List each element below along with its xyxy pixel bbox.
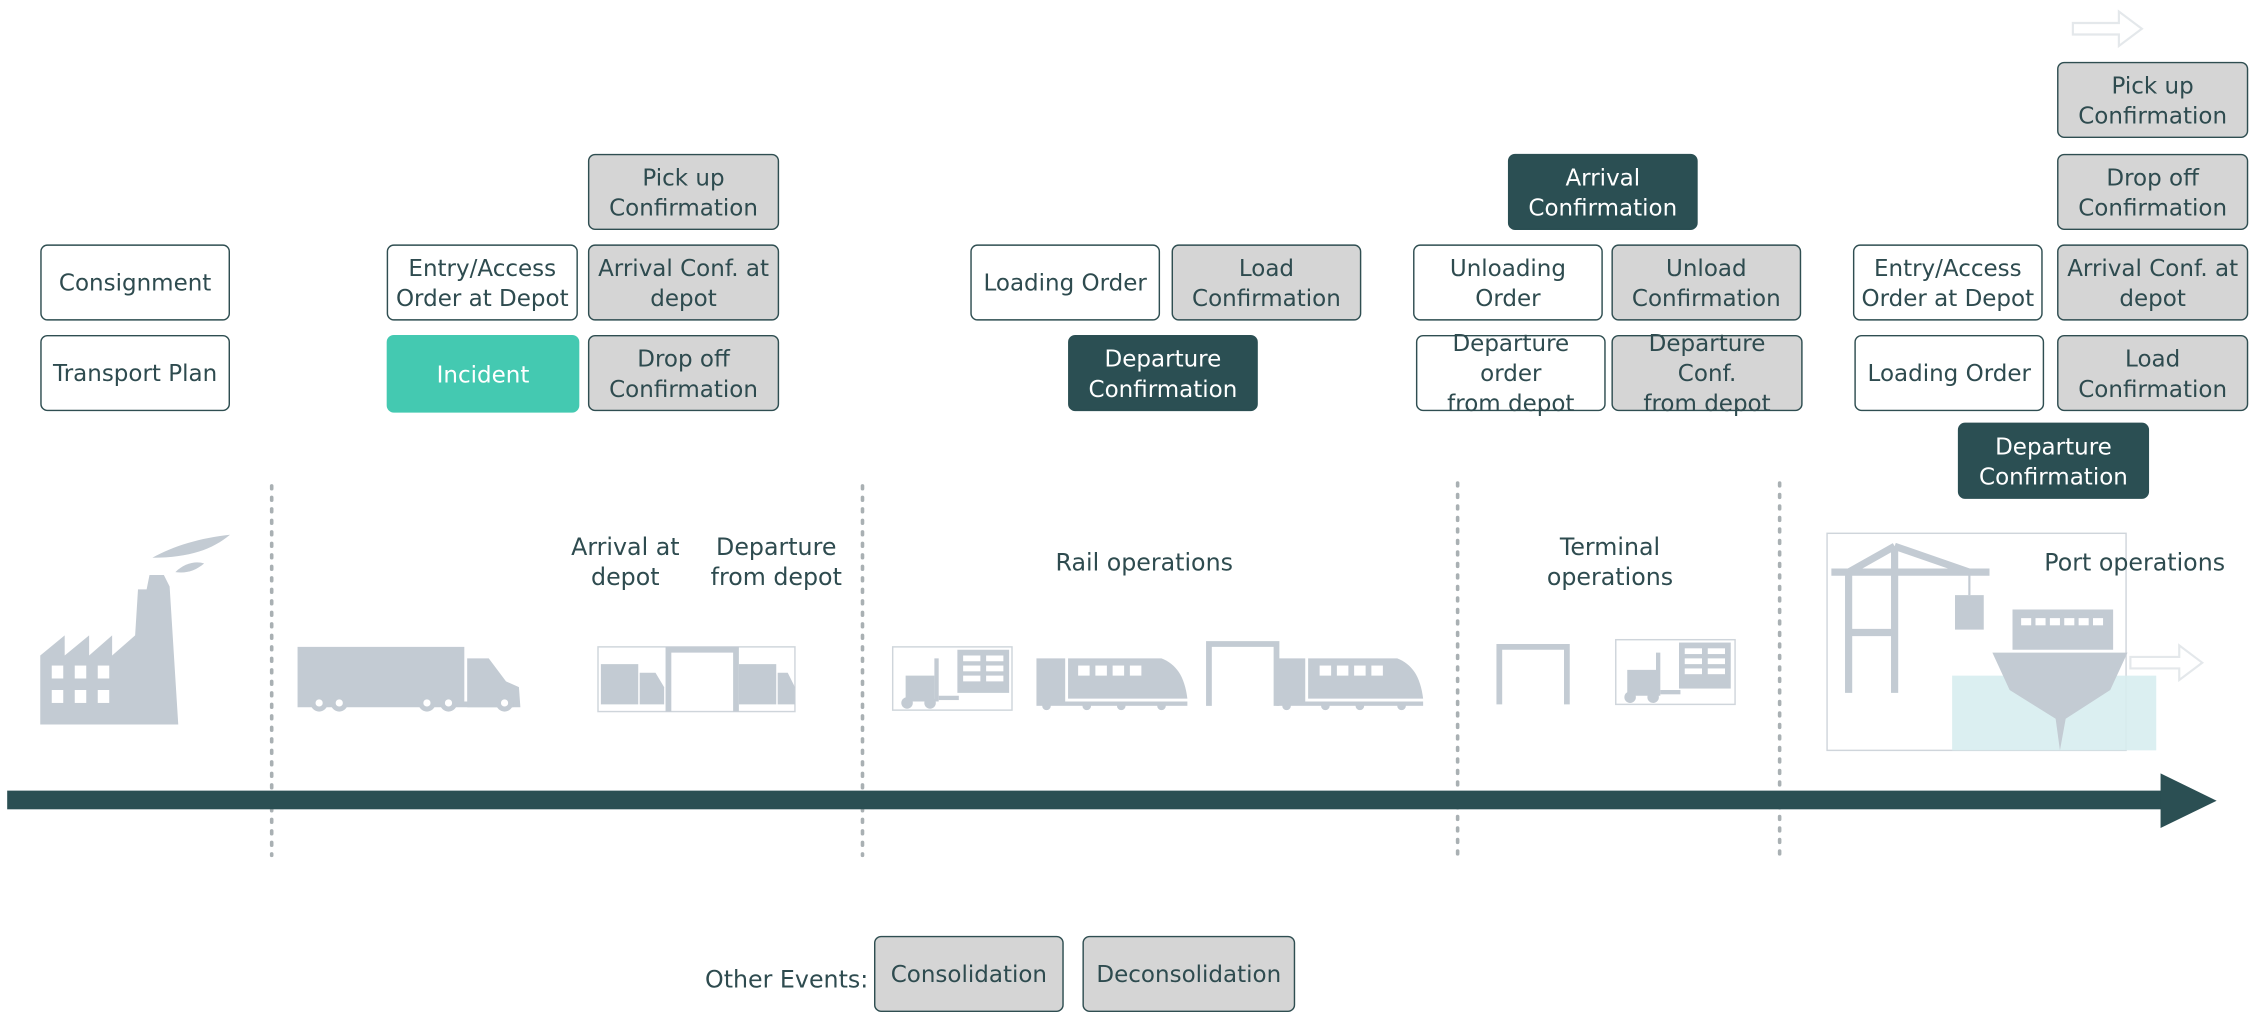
stage-label-arrival-at-depot: Arrival at depot bbox=[571, 533, 680, 591]
depot-icon bbox=[1496, 644, 1570, 705]
arrival-confirmation-box: Arrival Confirmation bbox=[1507, 153, 1698, 230]
loading-order-box: Loading Order bbox=[970, 244, 1161, 321]
crane-icon bbox=[1826, 532, 2127, 752]
unloading-order-box: Unloading Order bbox=[1413, 244, 1603, 321]
arrival-conf-depot-box: Arrival Conf. at depot bbox=[587, 244, 780, 321]
load-confirmation-box: Load Confirmation bbox=[1171, 244, 1362, 321]
dropoff-confirmation-box: Drop off Confirmation bbox=[587, 334, 780, 412]
consignment-box: Consignment bbox=[40, 244, 230, 321]
arrival-conf-depot-box: Arrival Conf. at depot bbox=[2057, 244, 2249, 321]
entry-access-order-box: Entry/Access Order at Depot bbox=[1852, 244, 2043, 321]
unload-confirmation-box: Unload Confirmation bbox=[1611, 244, 1802, 321]
factory-icon bbox=[40, 534, 230, 725]
departure-order-box: Departure order from depot bbox=[1415, 329, 1606, 417]
deconsolidation-box: Deconsolidation bbox=[1082, 935, 1296, 1012]
truck-icon bbox=[297, 646, 521, 712]
incident-box: Incident bbox=[386, 334, 580, 413]
stage-label-departure-from-depot: Departure from depot bbox=[710, 533, 842, 591]
dropoff-confirmation-box: Drop off Confirmation bbox=[2057, 153, 2249, 230]
pickup-confirmation-box: Pick up Confirmation bbox=[587, 153, 780, 230]
timeline-arrow bbox=[7, 773, 2217, 828]
pickup-confirmation-box: Pick up Confirmation bbox=[2057, 61, 2249, 138]
loading-order-box: Loading Order bbox=[1854, 334, 2045, 412]
train-icon bbox=[1036, 658, 1188, 711]
ship-icon bbox=[1952, 609, 2157, 751]
transport-plan-box: Transport Plan bbox=[40, 334, 230, 412]
arrow-icon bbox=[2071, 9, 2205, 683]
stage-label-rail-operations: Rail operations bbox=[1055, 549, 1233, 577]
departure-confirmation-box: Departure Confirmation bbox=[1957, 422, 2150, 499]
entry-access-order-box: Entry/Access Order at Depot bbox=[386, 244, 578, 321]
other-events-label: Other Events: bbox=[705, 966, 869, 994]
forklift-icon bbox=[1615, 638, 1736, 706]
departure-confirmation-box: Departure Confirmation bbox=[1068, 334, 1258, 412]
load-confirmation-box: Load Confirmation bbox=[2057, 334, 2249, 412]
stage-label-terminal-operations: Terminal operations bbox=[1546, 533, 1674, 591]
stage-label-port-operations: Port operations bbox=[2044, 549, 2226, 577]
departure-conf-depot-box: Departure Conf. from depot bbox=[1611, 329, 1803, 417]
forklift-icon bbox=[891, 646, 1013, 711]
depot-icon bbox=[597, 646, 796, 713]
consolidation-box: Consolidation bbox=[874, 935, 1064, 1012]
train-icon bbox=[1206, 641, 1424, 711]
